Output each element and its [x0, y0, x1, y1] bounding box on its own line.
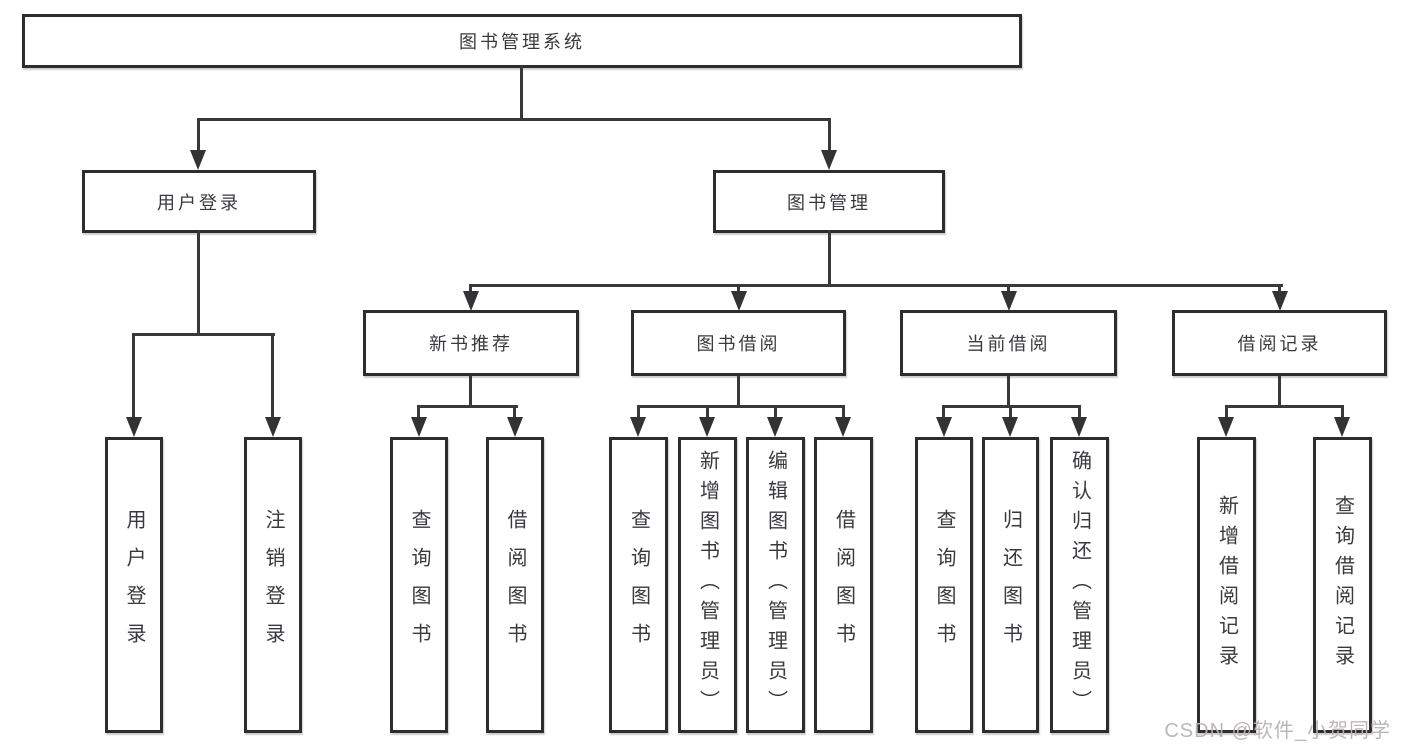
connector-line [1278, 376, 1281, 408]
connector-line [417, 405, 518, 408]
arrow-down-icon [835, 417, 851, 437]
node-book-borrowing-label: 图书借阅 [696, 334, 781, 354]
connector-line [132, 333, 135, 419]
node-new-book-recommendation: 新书推荐 [363, 310, 579, 376]
node-book-management: 图书管理 [713, 170, 945, 233]
leaf-borrow-books-recommend-label: 借阅图书 [504, 509, 526, 661]
arrow-down-icon [1071, 417, 1087, 437]
arrow-down-icon [190, 150, 206, 170]
leaf-query-books-borrowing: 查询图书 [609, 437, 668, 733]
arrow-down-icon [767, 417, 783, 437]
arrow-down-icon [821, 150, 837, 170]
node-new-book-recommendation-label: 新书推荐 [429, 334, 513, 354]
connector-line [520, 66, 523, 120]
leaf-borrow-books-recommend: 借阅图书 [486, 437, 544, 733]
connector-line [197, 118, 200, 152]
leaf-edit-books-admin: 编辑图书（管理员） [746, 437, 805, 733]
leaf-user-login: 用户登录 [105, 437, 163, 733]
connector-line [1278, 284, 1281, 294]
connector-line [469, 284, 472, 294]
node-book-management-label: 图书管理 [787, 192, 871, 213]
csdn-watermark: CSDN @软件_小贺同学 [1164, 720, 1391, 742]
leaf-query-books-borrowing-label: 查询图书 [627, 509, 650, 661]
connector-line [637, 405, 640, 419]
connector-line [706, 405, 709, 419]
leaf-query-books-recommend-label: 查询图书 [408, 509, 430, 661]
node-root-label: 图书管理系统 [459, 32, 585, 52]
node-current-borrowing: 当前借阅 [900, 310, 1117, 376]
arrow-down-icon [507, 417, 523, 437]
connector-line [513, 405, 516, 419]
node-book-borrowing: 图书借阅 [631, 310, 846, 376]
connector-line [1078, 405, 1081, 419]
connector-line [1007, 284, 1010, 294]
leaf-add-borrow-record: 新增借阅记录 [1197, 437, 1256, 733]
node-borrowing-records-label: 借阅记录 [1237, 334, 1322, 354]
connector-line [774, 405, 777, 419]
leaf-query-books-current: 查询图书 [915, 437, 973, 733]
connector-line [842, 405, 845, 419]
arrow-down-icon [630, 417, 646, 437]
leaf-borrow-books-borrowing: 借阅图书 [814, 437, 873, 733]
node-borrowing-records: 借阅记录 [1172, 310, 1387, 376]
leaf-edit-books-admin-label: 编辑图书（管理员） [764, 450, 787, 720]
arrow-down-icon [1002, 417, 1018, 437]
leaf-confirm-return-admin: 确认归还（管理员） [1050, 437, 1109, 733]
leaf-return-books: 归还图书 [982, 437, 1039, 733]
arrow-down-icon [463, 291, 479, 311]
arrow-down-icon [731, 291, 747, 311]
leaf-query-borrow-record: 查询借阅记录 [1313, 437, 1372, 733]
connector-line [637, 405, 845, 408]
connector-line [1225, 405, 1228, 419]
node-current-borrowing-label: 当前借阅 [966, 334, 1051, 354]
connector-line [828, 118, 831, 152]
connector-line [469, 284, 1283, 287]
arrow-down-icon [936, 417, 952, 437]
connector-line [417, 405, 420, 419]
leaf-add-books-admin: 新增图书（管理员） [678, 437, 737, 733]
connector-line [271, 333, 274, 419]
leaf-query-books-current-label: 查询图书 [933, 509, 955, 661]
arrow-down-icon [1334, 417, 1350, 437]
arrow-down-icon [126, 417, 142, 437]
arrow-down-icon [411, 417, 427, 437]
connector-line [197, 118, 831, 121]
leaf-return-books-label: 归还图书 [999, 509, 1022, 661]
connector-line [942, 405, 945, 419]
leaf-confirm-return-admin-label: 确认归还（管理员） [1068, 450, 1091, 720]
leaf-borrow-books-borrowing-label: 借阅图书 [832, 509, 855, 661]
connector-line [828, 230, 831, 287]
connector-line [1007, 376, 1010, 408]
leaf-query-borrow-record-label: 查询借阅记录 [1331, 495, 1354, 675]
node-user-login: 用户登录 [82, 170, 316, 233]
arrow-down-icon [699, 417, 715, 437]
arrow-down-icon [1001, 291, 1017, 311]
connector-line [737, 376, 740, 408]
connector-line [1341, 405, 1344, 419]
leaf-add-borrow-record-label: 新增借阅记录 [1215, 495, 1238, 675]
leaf-user-login-label: 用户登录 [123, 509, 145, 661]
connector-line [737, 284, 740, 294]
connector-line [197, 230, 200, 335]
node-root: 图书管理系统 [22, 14, 1022, 68]
arrow-down-icon [1218, 417, 1234, 437]
leaf-logout-login: 注销登录 [244, 437, 302, 733]
connector-line [1225, 405, 1344, 408]
arrow-down-icon [265, 417, 281, 437]
leaf-logout-login-label: 注销登录 [262, 509, 284, 661]
connector-line [469, 376, 472, 408]
connector-line [132, 333, 275, 336]
connector-line [1009, 405, 1012, 419]
leaf-add-books-admin-label: 新增图书（管理员） [696, 450, 719, 720]
node-user-login-label: 用户登录 [157, 192, 241, 213]
arrow-down-icon [1272, 291, 1288, 311]
leaf-query-books-recommend: 查询图书 [390, 437, 448, 733]
